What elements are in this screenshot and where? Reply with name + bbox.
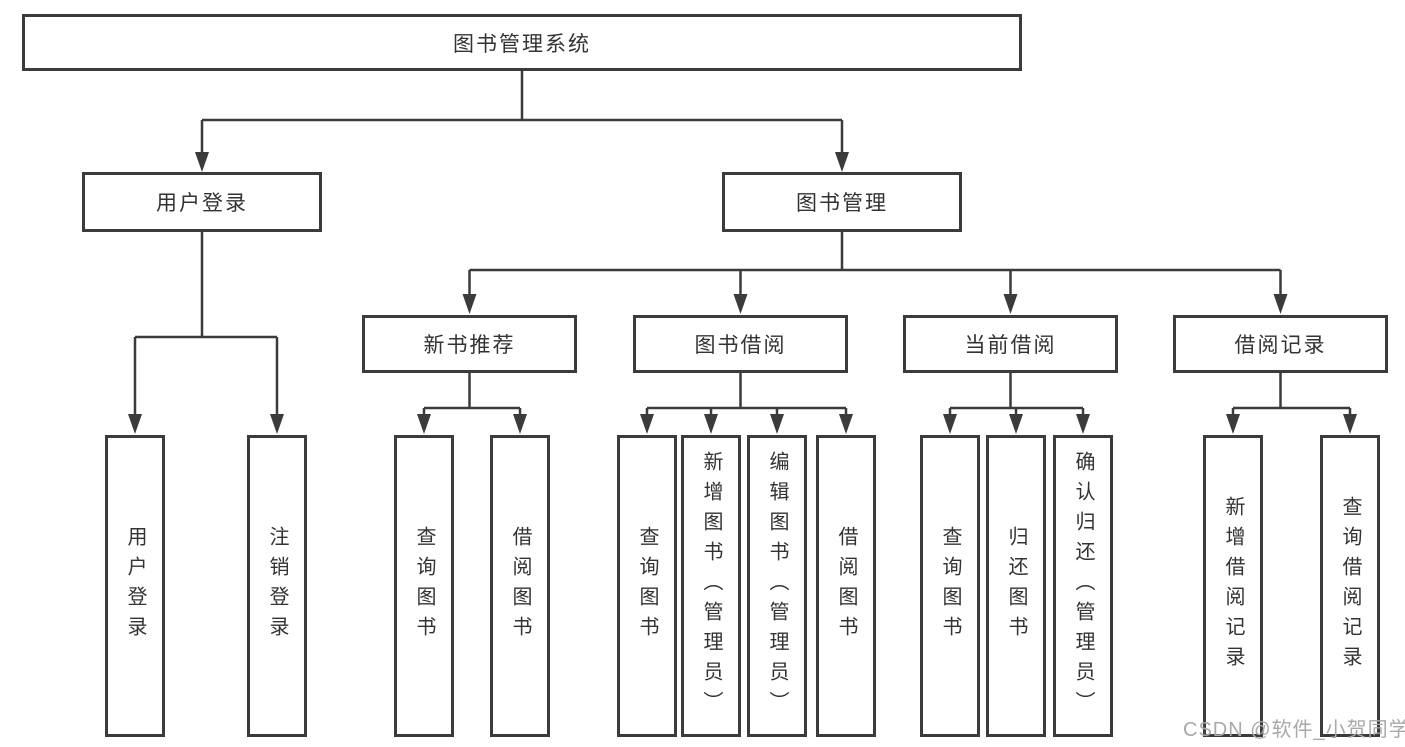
arrowhead [270, 414, 284, 434]
arrowhead [417, 414, 431, 434]
node-book-management: 图书管理 [722, 172, 962, 232]
node-current-borrow: 当前借阅 [903, 315, 1118, 373]
arrowhead [128, 414, 142, 434]
leaf-query-borrow-record: 查询借阅记录 [1320, 435, 1380, 737]
arrowhead [1003, 294, 1018, 314]
arrowhead [462, 294, 477, 314]
leaf-confirm-return-admin: 确认归还（管理员） [1053, 435, 1113, 737]
leaf-edit-book-admin: 编辑图书（管理员） [747, 435, 807, 737]
leaf-user-login: 用户登录 [105, 435, 165, 737]
arrowhead [704, 414, 718, 434]
leaf-add-borrow-record: 新增借阅记录 [1203, 435, 1263, 737]
arrowhead [1343, 414, 1357, 434]
arrowhead [640, 414, 654, 434]
arrowhead [733, 294, 748, 314]
node-new-book-recommend: 新书推荐 [362, 315, 577, 373]
arrowhead [1273, 294, 1288, 314]
arrowheads [128, 152, 1357, 434]
arrowhead [1076, 414, 1090, 434]
node-book-borrow: 图书借阅 [633, 315, 848, 373]
leaf-query-books-recommend: 查询图书 [394, 435, 454, 737]
leaf-query-books-current: 查询图书 [920, 435, 980, 737]
node-root-system: 图书管理系统 [22, 14, 1022, 71]
arrowhead [839, 414, 853, 434]
arrowhead [835, 152, 849, 172]
leaf-query-books-borrow: 查询图书 [617, 435, 677, 737]
connector-shafts [133, 71, 1352, 415]
leaf-logout-login: 注销登录 [247, 435, 307, 737]
csdn-watermark: CSDN @软件_小贺同学 [1183, 719, 1405, 741]
arrowhead [513, 414, 527, 434]
arrowhead [1226, 414, 1240, 434]
leaf-borrow-books: 借阅图书 [816, 435, 876, 737]
leaf-add-book-admin: 新增图书（管理员） [681, 435, 741, 737]
node-user-login: 用户登录 [82, 172, 322, 232]
arrowhead [195, 152, 209, 172]
arrowhead [1009, 414, 1023, 434]
node-borrow-records: 借阅记录 [1173, 315, 1388, 373]
arrowhead [943, 414, 957, 434]
leaf-return-books: 归还图书 [986, 435, 1046, 737]
leaf-borrow-books-recommend: 借阅图书 [490, 435, 550, 737]
arrowhead [770, 414, 784, 434]
